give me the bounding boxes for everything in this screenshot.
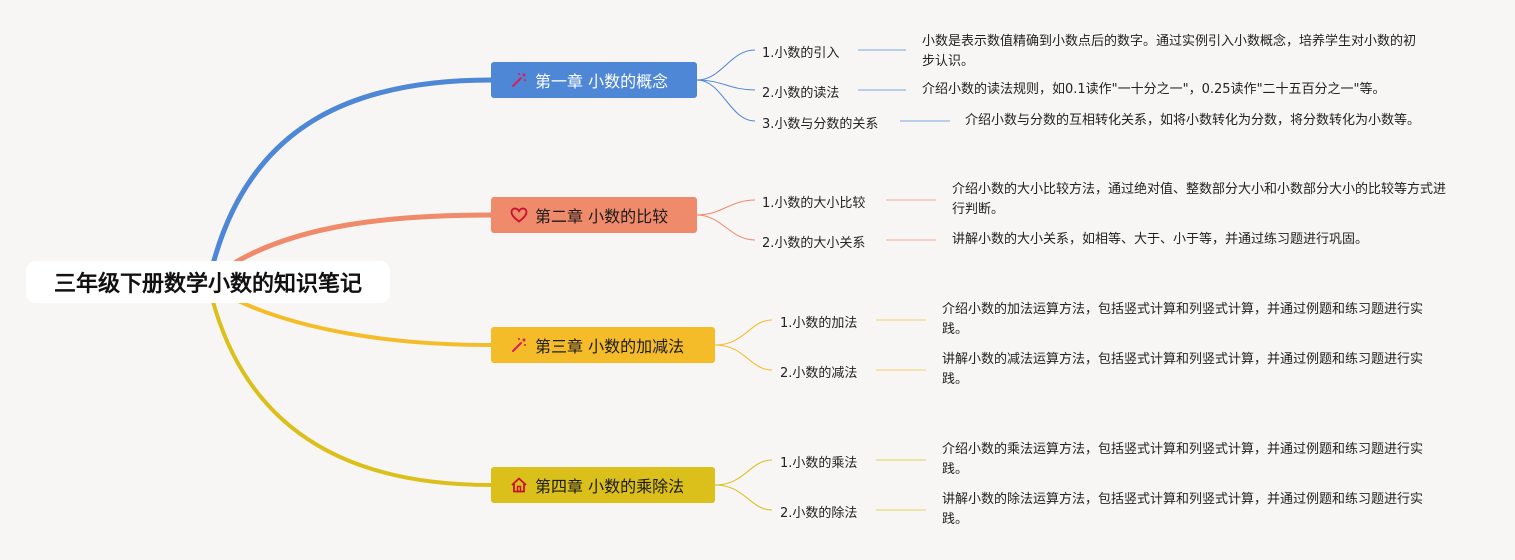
topic-1-3[interactable]: 3.小数与分数的关系 (762, 117, 879, 132)
house-icon (509, 476, 529, 494)
heart-icon (509, 206, 529, 224)
chapter-4-node[interactable]: 第四章 小数的乘除法 (491, 467, 715, 503)
chapter-2-node[interactable]: 第二章 小数的比较 (491, 197, 697, 233)
desc-4-2[interactable]: 讲解小数的除法运算方法，包括竖式计算和列竖式计算，并通过例题和练习题进行实践。 (942, 492, 1424, 527)
chapter-3-title: 第三章 小数的加减法 (535, 337, 685, 356)
desc-3-1[interactable]: 介绍小数的加法运算方法，包括竖式计算和列竖式计算，并通过例题和练习题进行实践。 (942, 302, 1424, 337)
topic-2-1[interactable]: 1.小数的大小比较 (762, 196, 866, 211)
topic-3-1[interactable]: 1.小数的加法 (780, 316, 858, 331)
root-topic[interactable]: 三年级下册数学小数的知识笔记 (26, 261, 390, 303)
chapter-1-node[interactable]: 第一章 小数的概念 (491, 62, 697, 98)
magic-wand-icon (509, 336, 529, 354)
topic-3-2[interactable]: 2.小数的减法 (780, 366, 858, 381)
desc-1-1[interactable]: 小数是表示数值精确到小数点后的数字。通过实例引入小数概念，培养学生对小数的初步认… (922, 34, 1417, 69)
chapter-1-title: 第一章 小数的概念 (535, 72, 669, 91)
desc-3-2[interactable]: 讲解小数的减法运算方法，包括竖式计算和列竖式计算，并通过例题和练习题进行实践。 (942, 352, 1424, 387)
sub-link (696, 199, 756, 216)
desc-1-3[interactable]: 介绍小数与分数的互相转化关系，如将小数转化为分数，将分数转化为小数等。 (965, 113, 1421, 128)
chapter-3-node[interactable]: 第三章 小数的加减法 (491, 327, 715, 363)
sub-link (696, 214, 756, 241)
chapter-4-title: 第四章 小数的乘除法 (535, 477, 685, 496)
topic-4-1[interactable]: 1.小数的乘法 (780, 456, 858, 471)
sub-link (696, 79, 756, 122)
sub-link (714, 319, 773, 346)
topic-1-1[interactable]: 1.小数的引入 (762, 46, 840, 61)
sub-link (696, 49, 756, 81)
desc-1-2[interactable]: 介绍小数的读法规则，如0.1读作"一十分之一"，0.25读作"二十五百分之一"等… (922, 82, 1386, 97)
topic-1-2[interactable]: 2.小数的读法 (762, 86, 840, 101)
sub-link (714, 484, 773, 511)
branch-chapter-3 (234, 298, 493, 347)
root-title: 三年级下册数学小数的知识笔记 (53, 272, 362, 297)
chapter-2-title: 第二章 小数的比较 (535, 207, 669, 226)
sub-link (714, 344, 773, 371)
desc-2-1[interactable]: 介绍小数的大小比较方法，通过绝对值、整数部分大小和小数部分大小的比较等方式进行判… (952, 182, 1447, 217)
topic-4-2[interactable]: 2.小数的除法 (780, 506, 858, 521)
desc-2-2[interactable]: 讲解小数的大小关系，如相等、大于、小于等，并通过练习题进行巩固。 (952, 232, 1369, 247)
topic-2-2[interactable]: 2.小数的大小关系 (762, 236, 866, 251)
magic-wand-icon (509, 71, 529, 89)
sub-link (714, 459, 773, 486)
branch-chapter-2 (233, 212, 494, 265)
desc-4-1[interactable]: 介绍小数的乘法运算方法，包括竖式计算和列竖式计算，并通过例题和练习题进行实践。 (942, 442, 1424, 477)
branch-chapter-1 (209, 77, 494, 271)
branch-chapter-4 (210, 296, 493, 487)
